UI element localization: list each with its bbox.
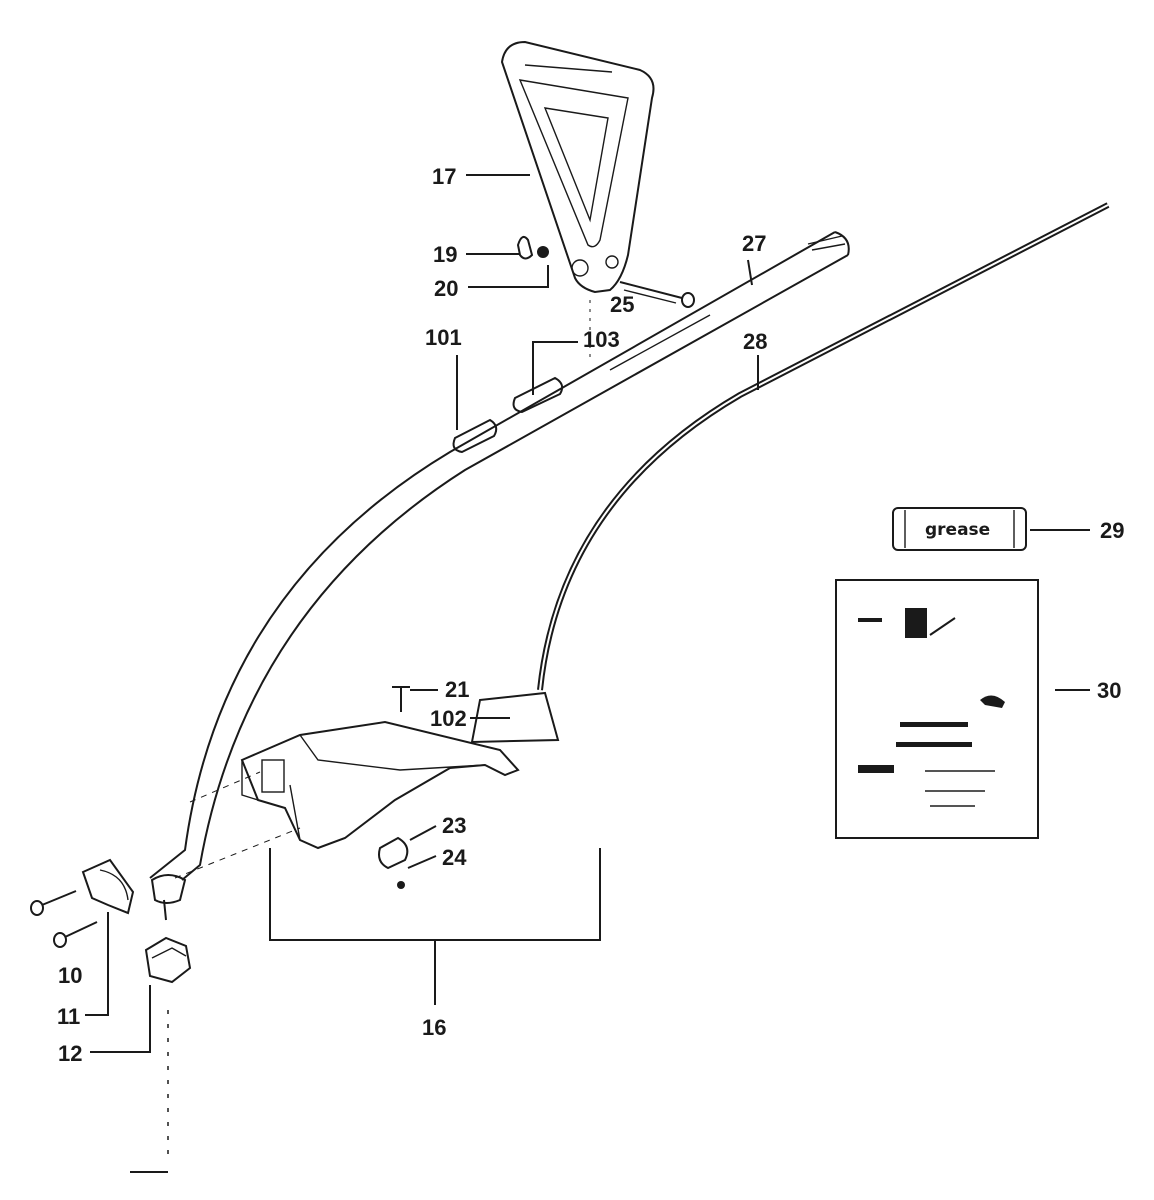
nut-part-12	[144, 936, 192, 984]
label-27: 27	[742, 231, 766, 256]
bolt-part-25	[619, 281, 695, 308]
owners-manual-part-30	[835, 579, 1039, 839]
pin-part-101	[452, 418, 498, 454]
pin-part-103	[512, 376, 564, 414]
handle-part-17	[500, 40, 655, 294]
clip-part-23	[378, 836, 409, 870]
guard-assembly-part-16	[240, 720, 520, 850]
label-103: 103	[583, 327, 620, 352]
drive-cable-part-28	[537, 202, 1110, 691]
assembly-bracket-16	[269, 848, 601, 1005]
label-30: 30	[1097, 678, 1121, 703]
label-20: 20	[434, 276, 458, 301]
screw-part-21	[392, 686, 410, 712]
nut-part-24	[397, 881, 405, 889]
coupling-part-end	[150, 874, 187, 921]
grease-tube-text: grease	[925, 520, 990, 540]
label-19: 19	[433, 242, 457, 267]
pad-part-102	[470, 691, 560, 744]
label-23: 23	[442, 813, 466, 838]
label-10: 10	[58, 963, 82, 988]
clamp-part-11	[81, 858, 135, 915]
label-102: 102	[430, 706, 467, 731]
wing-nut-part-19	[516, 235, 534, 260]
shaft-housing-part-27	[149, 231, 850, 881]
label-29: 29	[1100, 518, 1124, 543]
label-28: 28	[743, 329, 767, 354]
alignment-lines	[167, 300, 591, 1160]
label-17: 17	[432, 164, 456, 189]
label-101: 101	[425, 325, 462, 350]
label-24: 24	[442, 845, 467, 870]
label-12: 12	[58, 1041, 82, 1066]
leader-lines	[85, 174, 1090, 1173]
label-21: 21	[445, 677, 469, 702]
label-25: 25	[610, 292, 634, 317]
label-16: 16	[422, 1015, 446, 1040]
part-labels: 17 19 20 25 27 101 103 28 29 30 21 102 2…	[57, 164, 1124, 1066]
bolts-part-10	[30, 890, 98, 948]
washer-part-20	[537, 246, 549, 258]
grease-tube-part-29: grease	[892, 507, 1027, 551]
label-11: 11	[57, 1004, 80, 1029]
